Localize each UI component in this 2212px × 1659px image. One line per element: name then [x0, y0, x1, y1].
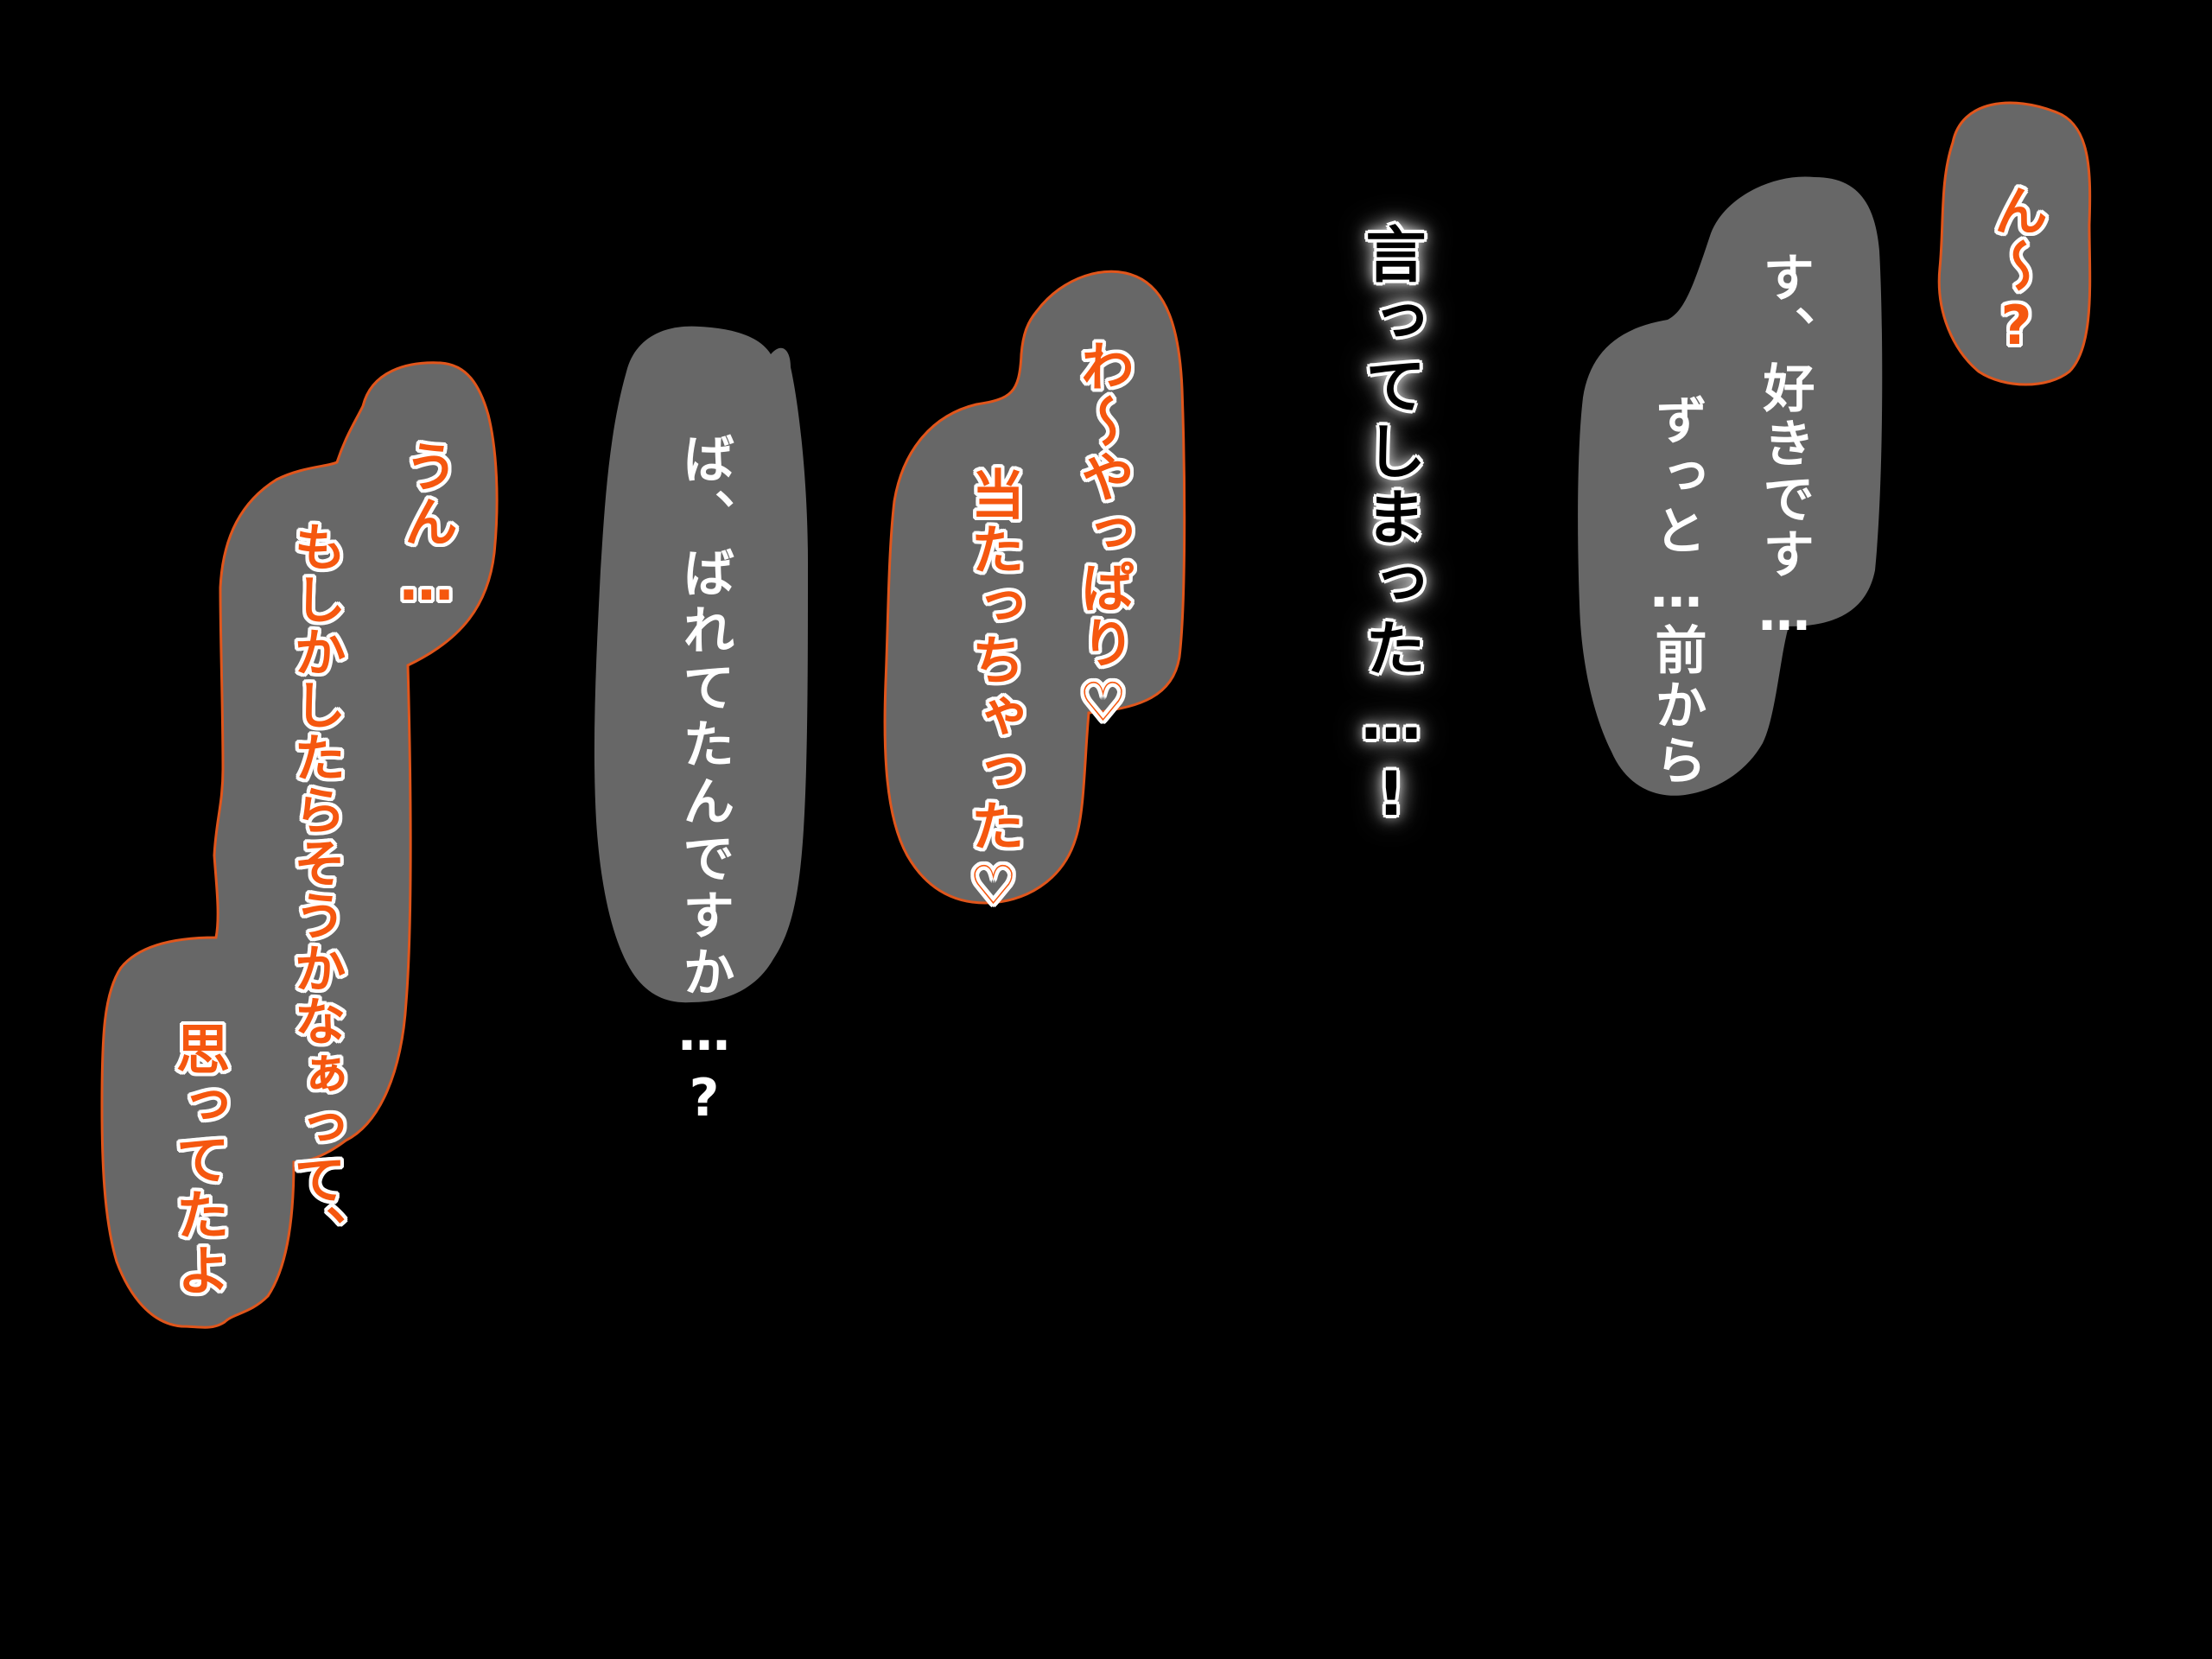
dialogue-n-question: ん〜?	[1985, 183, 2048, 359]
dialogue-ba-barete: ば、ばれてたんですか…?	[674, 432, 734, 1134]
monologue-itte-shimatta: 言ってしまった…!	[1356, 223, 1427, 835]
speech-bubble-yappari	[883, 270, 1186, 905]
dialogue-wa-yappari: わ〜やっぱり♡	[1071, 339, 1135, 735]
dialogue-su-suki-desu: す、好きです…	[1754, 251, 1815, 646]
dialogue-zutto-mae-kara: ずっと…前から	[1646, 393, 1707, 789]
dialogue-un: うん…	[395, 439, 458, 614]
dialogue-atacchatta: 当たっちゃった♡	[962, 467, 1025, 918]
dialogue-moshikashitara: もしかしたらそうかなぁって、	[285, 520, 346, 1258]
speech-bubble-confession	[1578, 176, 1883, 796]
speech-bubble-un-omottetayo	[100, 361, 499, 1329]
speech-bubble-n-question	[1937, 101, 2092, 386]
dialogue-omottetayo: 思ってたよ	[167, 1021, 230, 1298]
speech-bubble-barete	[594, 326, 808, 1003]
